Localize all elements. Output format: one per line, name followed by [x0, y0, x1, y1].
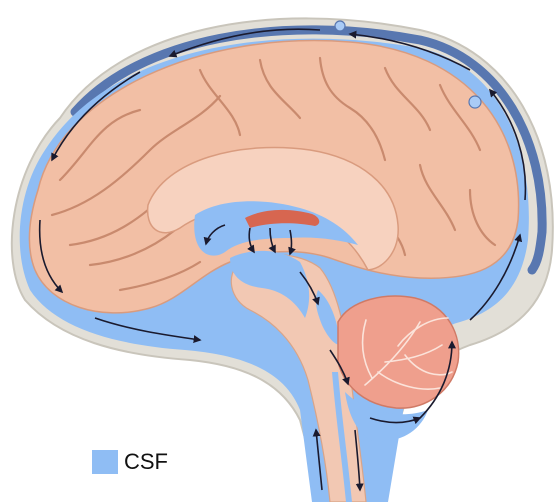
- legend-label-csf: CSF: [124, 450, 168, 474]
- csf-swatch-icon: [92, 450, 118, 474]
- legend: CSF: [92, 450, 168, 474]
